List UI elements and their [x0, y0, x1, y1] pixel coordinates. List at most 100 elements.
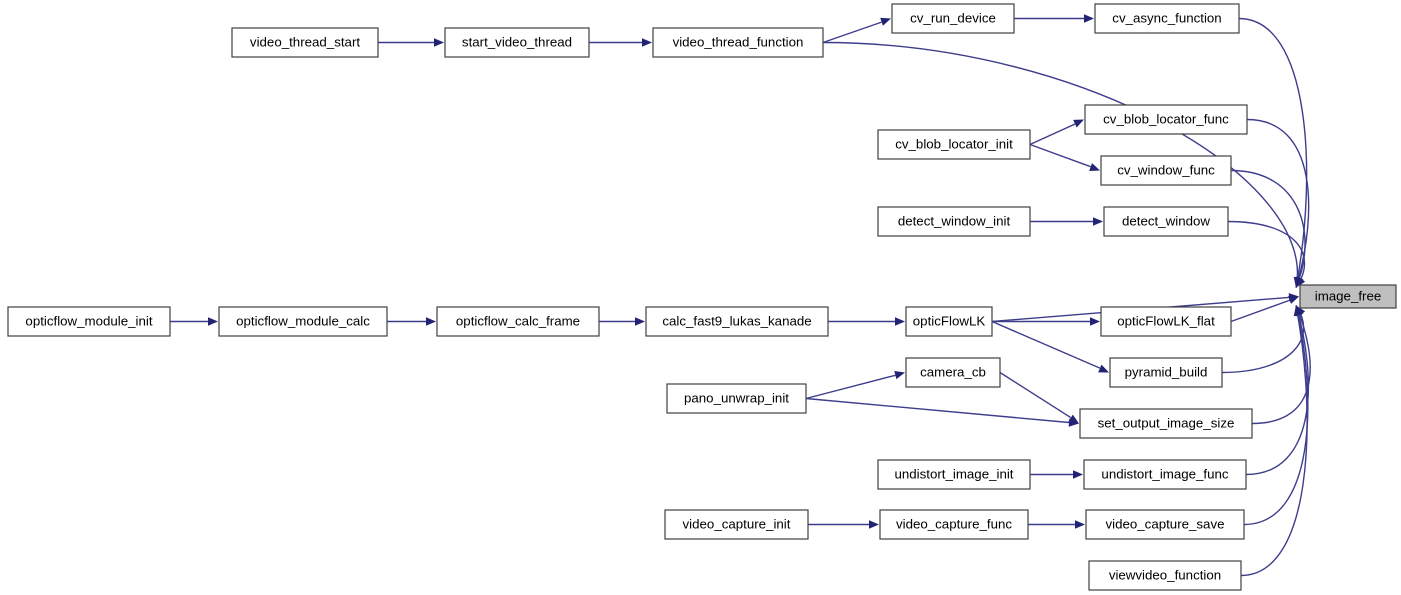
node-box-opticflow_module_init[interactable]: [7, 306, 171, 337]
edge-video_thread_function-to-cv_run_device: [822, 17, 891, 44]
edge-line: [1240, 305, 1308, 577]
node-box-cv_window_func[interactable]: [1100, 155, 1232, 186]
node-label-set_output_image_size: set_output_image_size: [1098, 416, 1235, 431]
edge-line: [822, 21, 882, 44]
arrow-head: [1093, 217, 1103, 226]
node-label-cv_window_func: cv_window_func: [1117, 163, 1215, 178]
node-set_output_image_size[interactable]: set_output_image_size: [1079, 408, 1253, 439]
node-cv_window_func[interactable]: cv_window_func: [1100, 155, 1232, 186]
node-undistort_image_init[interactable]: undistort_image_init: [877, 459, 1031, 490]
arrow-head: [426, 317, 436, 326]
edge-cv_blob_locator_func-to-image_free: [1246, 118, 1310, 288]
node-calc_fast9_lukas_kanade[interactable]: calc_fast9_lukas_kanade: [645, 306, 829, 337]
edge-line: [1227, 220, 1306, 288]
node-label-opticFlowLK: opticFlowLK: [913, 314, 986, 329]
node-box-video_thread_function[interactable]: [652, 27, 824, 58]
node-label-pyramid_build: pyramid_build: [1125, 365, 1208, 380]
node-cv_async_function[interactable]: cv_async_function: [1094, 3, 1240, 34]
edge-opticflow_module_init-to-opticflow_module_calc: [170, 317, 218, 326]
node-box-video_capture_save[interactable]: [1085, 509, 1245, 540]
node-opticFlowLK_flat[interactable]: opticFlowLK_flat: [1100, 306, 1232, 337]
edge-video_capture_func-to-video_capture_save: [1028, 520, 1085, 529]
arrow-head: [894, 370, 905, 380]
node-box-opticflow_module_calc[interactable]: [218, 306, 388, 337]
node-start_video_thread[interactable]: start_video_thread: [444, 27, 590, 58]
node-detect_window_init[interactable]: detect_window_init: [877, 206, 1031, 237]
node-box-detect_window_init[interactable]: [877, 206, 1031, 237]
node-opticflow_calc_frame[interactable]: opticflow_calc_frame: [436, 306, 600, 337]
edge-line: [1029, 143, 1091, 168]
node-box-detect_window[interactable]: [1103, 206, 1229, 237]
node-pano_unwrap_init[interactable]: pano_unwrap_init: [666, 383, 807, 414]
node-pyramid_build[interactable]: pyramid_build: [1109, 357, 1223, 388]
node-box-camera_cb[interactable]: [905, 357, 1001, 388]
node-box-calc_fast9_lukas_kanade[interactable]: [645, 306, 829, 337]
arrow-head: [1098, 364, 1109, 373]
edge-video_capture_init-to-video_capture_func: [808, 520, 879, 529]
node-label-image_free: image_free: [1315, 289, 1382, 304]
edge-camera_cb-to-set_output_image_size: [999, 371, 1079, 424]
node-box-opticFlowLK[interactable]: [905, 306, 993, 337]
edge-cv_blob_locator_init-to-cv_window_func: [1029, 143, 1100, 172]
arrow-head: [635, 317, 645, 326]
node-viewvideo_function[interactable]: viewvideo_function: [1088, 560, 1242, 591]
edge-opticflow_calc_frame-to-calc_fast9_lukas_kanade: [599, 317, 645, 326]
edge-start_video_thread-to-video_thread_function: [589, 38, 652, 47]
edge-line: [1238, 17, 1308, 288]
node-undistort_image_func[interactable]: undistort_image_func: [1083, 459, 1247, 490]
node-cv_blob_locator_init[interactable]: cv_blob_locator_init: [877, 129, 1031, 160]
node-label-cv_run_device: cv_run_device: [910, 11, 996, 26]
node-box-cv_async_function[interactable]: [1094, 3, 1240, 34]
node-label-cv_async_function: cv_async_function: [1112, 11, 1221, 26]
node-video_capture_save[interactable]: video_capture_save: [1085, 509, 1245, 540]
node-opticflow_module_calc[interactable]: opticflow_module_calc: [218, 306, 388, 337]
node-box-viewvideo_function[interactable]: [1088, 560, 1242, 591]
node-box-cv_blob_locator_init[interactable]: [877, 129, 1031, 160]
node-box-video_capture_func[interactable]: [879, 509, 1029, 540]
node-camera_cb[interactable]: camera_cb: [905, 357, 1001, 388]
node-detect_window[interactable]: detect_window: [1103, 206, 1229, 237]
node-box-start_video_thread[interactable]: [444, 27, 590, 58]
node-video_capture_init[interactable]: video_capture_init: [664, 509, 809, 540]
node-box-set_output_image_size[interactable]: [1079, 408, 1253, 439]
node-video_capture_func[interactable]: video_capture_func: [879, 509, 1029, 540]
node-opticflow_module_init[interactable]: opticflow_module_init: [7, 306, 171, 337]
edge-opticFlowLK_flat-to-image_free: [1230, 295, 1299, 323]
node-label-video_capture_func: video_capture_func: [896, 517, 1012, 532]
node-label-viewvideo_function: viewvideo_function: [1109, 568, 1221, 583]
arrow-head: [1073, 470, 1083, 479]
node-box-undistort_image_init[interactable]: [877, 459, 1031, 490]
edge-opticFlowLK-to-pyramid_build: [991, 320, 1109, 373]
node-box-opticflow_calc_frame[interactable]: [436, 306, 600, 337]
node-cv_blob_locator_func[interactable]: cv_blob_locator_func: [1084, 104, 1248, 135]
node-box-pyramid_build[interactable]: [1109, 357, 1223, 388]
node-opticFlowLK[interactable]: opticFlowLK: [905, 306, 993, 337]
arrow-head: [880, 17, 891, 26]
node-box-image_free[interactable]: [1299, 284, 1397, 309]
arrow-head: [1296, 276, 1306, 288]
edge-line: [805, 397, 1070, 424]
edge-cv_window_func-to-image_free: [1230, 169, 1306, 288]
node-box-video_thread_start[interactable]: [231, 27, 379, 58]
node-box-opticFlowLK_flat[interactable]: [1100, 306, 1232, 337]
node-label-opticflow_module_calc: opticflow_module_calc: [236, 314, 370, 329]
node-box-pano_unwrap_init[interactable]: [666, 383, 807, 414]
node-video_thread_function[interactable]: video_thread_function: [652, 27, 824, 58]
node-video_thread_start[interactable]: video_thread_start: [231, 27, 379, 58]
edge-calc_fast9_lukas_kanade-to-opticFlowLK: [828, 317, 905, 326]
edge-line: [1230, 299, 1290, 323]
arrow-head: [434, 38, 444, 47]
node-label-video_capture_init: video_capture_init: [683, 517, 791, 532]
node-cv_run_device[interactable]: cv_run_device: [891, 3, 1015, 34]
node-image_free[interactable]: image_free: [1299, 284, 1397, 309]
edge-line: [999, 371, 1072, 419]
node-box-cv_blob_locator_func[interactable]: [1084, 104, 1248, 135]
node-label-detect_window: detect_window: [1122, 214, 1210, 229]
node-box-cv_run_device[interactable]: [891, 3, 1015, 34]
arrow-head: [1075, 520, 1085, 529]
node-label-detect_window_init: detect_window_init: [898, 214, 1011, 229]
node-box-video_capture_init[interactable]: [664, 509, 809, 540]
node-box-undistort_image_func[interactable]: [1083, 459, 1247, 490]
